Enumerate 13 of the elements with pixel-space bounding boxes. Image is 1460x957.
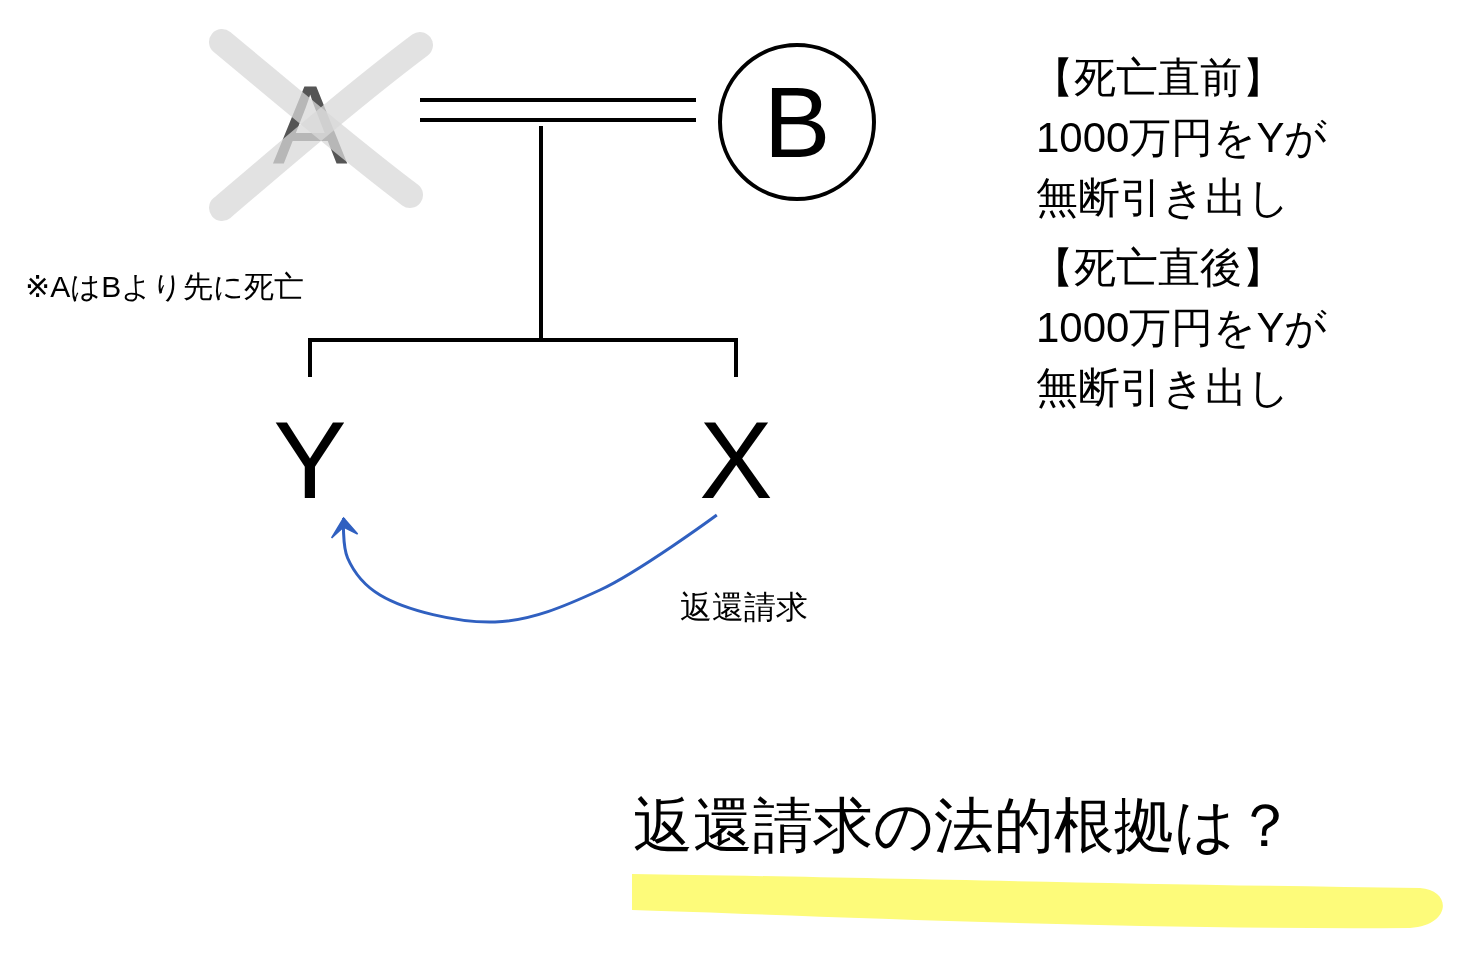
section-heading: 【死亡直前】 bbox=[1032, 53, 1285, 103]
section-heading: 【死亡直後】 bbox=[1032, 243, 1285, 293]
edge-label: 返還請求 bbox=[680, 588, 808, 627]
note-text: 1000万円をYが無断引き出し bbox=[1036, 113, 1329, 223]
person-letter: Y bbox=[262, 405, 358, 515]
note-text: ※AはBより先に死亡 bbox=[25, 269, 306, 305]
note-text: 1000万円をYが無断引き出し bbox=[1036, 303, 1329, 413]
question-text: 返還請求の法的根拠は？ bbox=[633, 791, 1296, 861]
marriage-double-line bbox=[420, 98, 696, 122]
person-letter: A bbox=[255, 70, 365, 180]
arrow bbox=[330, 513, 718, 624]
person-letter: X bbox=[688, 405, 784, 515]
circled-letter: B bbox=[718, 43, 876, 201]
